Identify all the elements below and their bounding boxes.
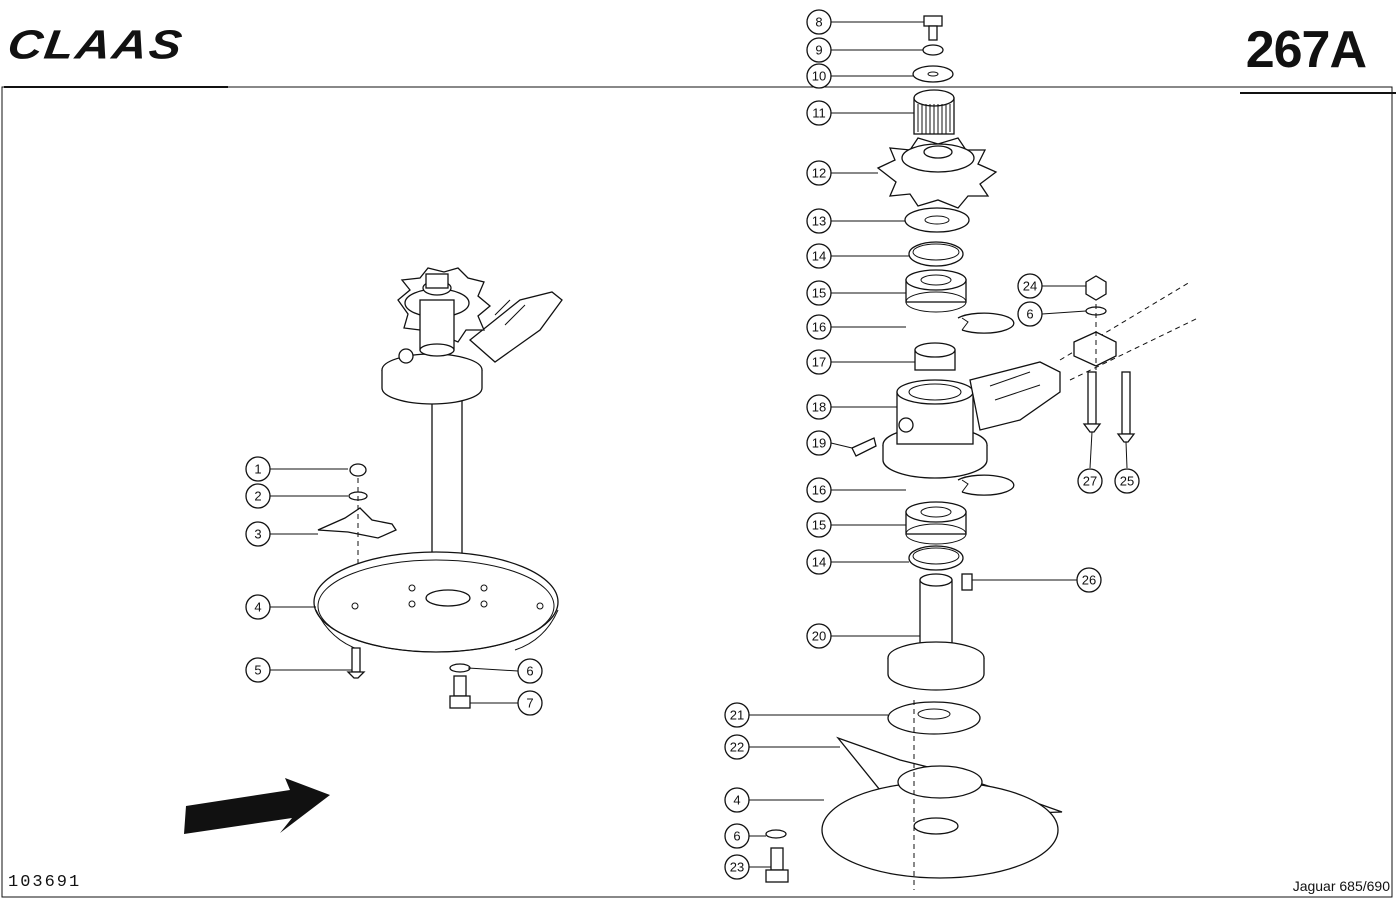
- svg-text:2: 2: [254, 489, 261, 504]
- svg-text:25: 25: [1120, 474, 1134, 489]
- svg-text:11: 11: [812, 106, 826, 121]
- callout-1: 1: [245, 456, 271, 482]
- callout-10: 10: [806, 63, 832, 89]
- callout-16-lower: 16: [806, 477, 832, 503]
- svg-text:27: 27: [1083, 474, 1097, 489]
- callout-12: 12: [806, 160, 832, 186]
- svg-text:21: 21: [730, 708, 744, 723]
- callout-7: 7: [517, 690, 543, 716]
- direction-arrow-icon: [184, 778, 330, 834]
- svg-text:7: 7: [526, 696, 533, 711]
- svg-text:23: 23: [730, 860, 744, 875]
- callout-15-upper: 15: [806, 280, 832, 306]
- svg-text:14: 14: [812, 555, 826, 570]
- svg-text:1: 1: [254, 462, 261, 477]
- callout-6-right: 6: [1017, 301, 1043, 327]
- callout-2: 2: [245, 483, 271, 509]
- callout-26: 26: [1076, 567, 1102, 593]
- callout-16-upper: 16: [806, 314, 832, 340]
- left-assembly: [184, 267, 563, 834]
- svg-text:26: 26: [1082, 573, 1096, 588]
- svg-text:12: 12: [812, 166, 826, 181]
- callout-23: 23: [724, 854, 750, 880]
- svg-text:13: 13: [812, 214, 826, 229]
- callout-9: 9: [806, 37, 832, 63]
- svg-text:5: 5: [254, 663, 261, 678]
- callout-5: 5: [245, 657, 271, 683]
- svg-text:6: 6: [733, 829, 740, 844]
- callout-20: 20: [806, 623, 832, 649]
- callout-4-right: 4: [724, 787, 750, 813]
- callout-24: 24: [1017, 273, 1043, 299]
- model-label: Jaguar 685/690: [1292, 878, 1390, 894]
- callout-3: 3: [245, 521, 271, 547]
- svg-text:8: 8: [815, 15, 822, 30]
- svg-text:4: 4: [733, 793, 740, 808]
- svg-text:19: 19: [812, 436, 826, 451]
- callout-17: 17: [806, 349, 832, 375]
- svg-text:24: 24: [1023, 279, 1037, 294]
- svg-text:3: 3: [254, 527, 261, 542]
- callout-25: 25: [1114, 468, 1140, 494]
- callout-18: 18: [806, 394, 832, 420]
- callout-4-left: 4: [245, 594, 271, 620]
- svg-text:16: 16: [812, 320, 826, 335]
- callout-13: 13: [806, 208, 832, 234]
- callouts: 1 2 3 4 5 6 7 8 9 10 11 12 13 14 15 16 1…: [245, 9, 1140, 880]
- page-number: 267A: [1245, 21, 1367, 79]
- right-assembly: [765, 15, 1199, 890]
- callout-22: 22: [724, 734, 750, 760]
- callout-21: 21: [724, 702, 750, 728]
- svg-text:15: 15: [812, 286, 826, 301]
- drawing-border: [1, 86, 1393, 898]
- svg-text:22: 22: [730, 740, 744, 755]
- svg-text:6: 6: [1026, 307, 1033, 322]
- svg-text:14: 14: [812, 249, 826, 264]
- svg-text:6: 6: [526, 664, 533, 679]
- callout-14-lower: 14: [806, 549, 832, 575]
- callout-6-bottom: 6: [724, 823, 750, 849]
- svg-text:18: 18: [812, 400, 826, 415]
- svg-text:20: 20: [812, 629, 826, 644]
- svg-text:9: 9: [815, 43, 822, 58]
- svg-text:17: 17: [812, 355, 826, 370]
- callout-15-lower: 15: [806, 512, 832, 538]
- svg-text:4: 4: [254, 600, 261, 615]
- callout-19: 19: [806, 430, 832, 456]
- svg-text:10: 10: [812, 69, 826, 84]
- callout-11: 11: [806, 100, 832, 126]
- callout-6-left: 6: [517, 658, 543, 684]
- page-number-divider: [1240, 92, 1396, 94]
- svg-text:15: 15: [812, 518, 826, 533]
- document-id: 103691: [8, 873, 82, 892]
- svg-text:16: 16: [812, 483, 826, 498]
- callout-8: 8: [806, 9, 832, 35]
- callout-27: 27: [1077, 468, 1103, 494]
- callout-14-upper: 14: [806, 243, 832, 269]
